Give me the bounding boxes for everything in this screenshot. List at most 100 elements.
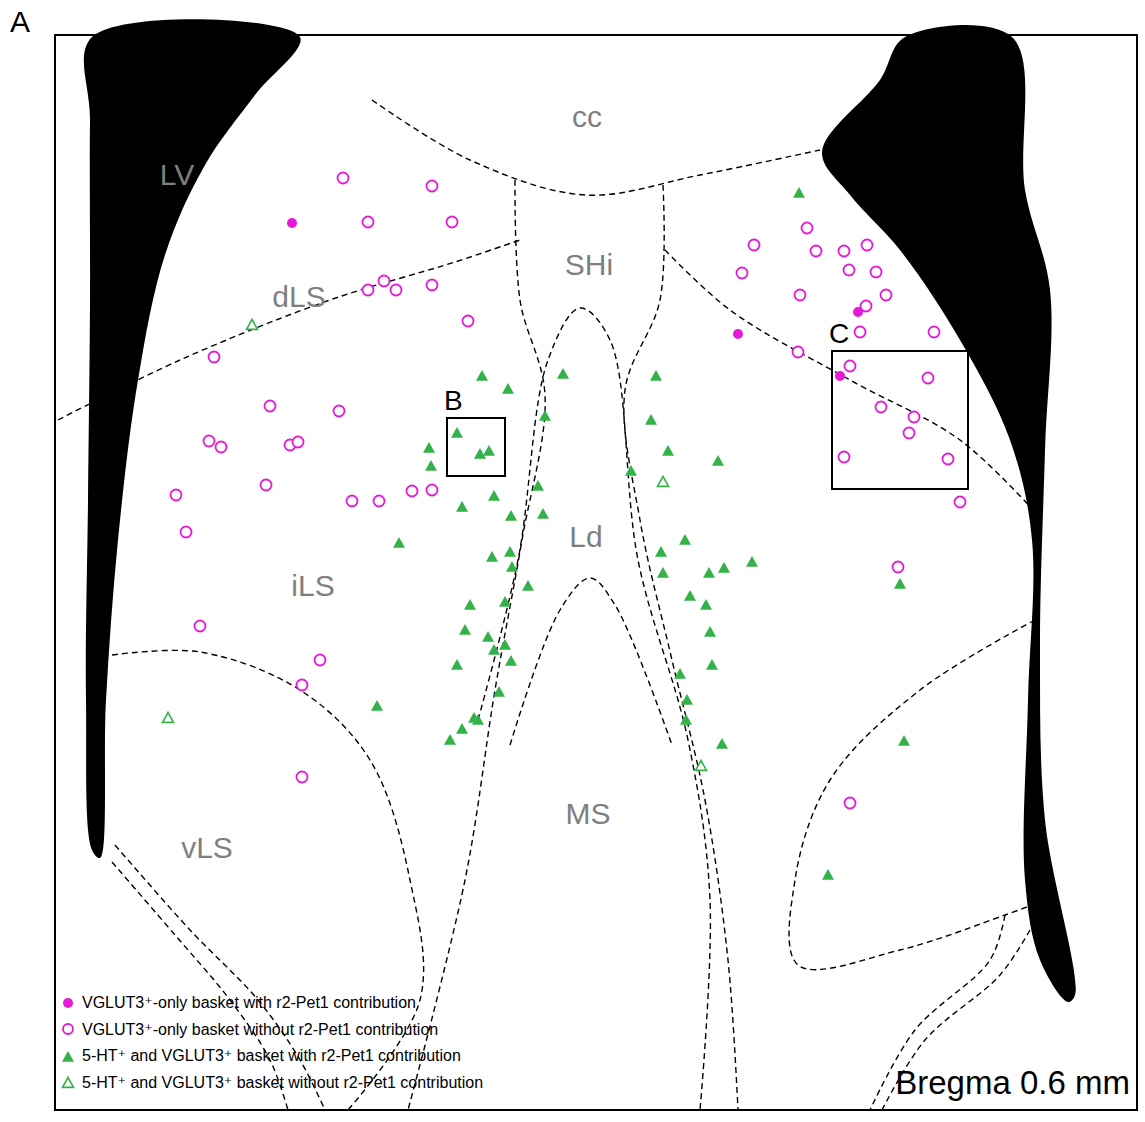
basket-marker: [427, 485, 438, 496]
basket-marker: [539, 410, 551, 421]
basket-marker: [679, 534, 691, 545]
basket-marker: [315, 655, 326, 666]
ventricle-shape: [84, 19, 301, 858]
legend-entry: 5-HT⁺ and VGLUT3⁺ basket with r2-Pet1 co…: [60, 1046, 461, 1065]
basket-marker: [486, 551, 498, 562]
basket-marker: [893, 562, 904, 573]
basket-marker: [650, 370, 662, 381]
basket-marker: [505, 510, 517, 521]
basket-marker: [297, 772, 308, 783]
region-label: dLS: [272, 282, 325, 312]
basket-marker: [845, 361, 856, 372]
basket-marker: [474, 448, 486, 459]
legend-text: VGLUT3⁺-only basket without r2-Pet1 cont…: [82, 1020, 438, 1039]
legend-text: 5-HT⁺ and VGLUT3⁺ basket without r2-Pet1…: [82, 1073, 483, 1092]
basket-marker: [871, 267, 882, 278]
basket-marker: [488, 644, 500, 655]
basket-marker: [502, 383, 514, 394]
basket-marker: [427, 181, 438, 192]
basket-marker: [658, 477, 669, 487]
basket-marker: [835, 371, 845, 381]
legend-symbol: [60, 995, 76, 1011]
basket-marker: [522, 580, 534, 591]
region-boundary: [510, 578, 672, 745]
basket-marker: [216, 442, 227, 453]
basket-marker: [844, 265, 855, 276]
basket-marker: [463, 316, 474, 327]
basket-marker: [468, 712, 480, 723]
basket-marker: [493, 686, 505, 697]
basket-marker: [451, 659, 463, 670]
region-boundary: [58, 240, 520, 420]
basket-marker: [696, 761, 707, 771]
basket-marker: [363, 217, 374, 228]
legend-symbol: [60, 1074, 76, 1090]
legend-text: 5-HT⁺ and VGLUT3⁺ basket with r2-Pet1 co…: [82, 1046, 461, 1065]
region-label: iLS: [291, 571, 334, 601]
basket-marker: [674, 668, 686, 679]
basket-marker: [657, 567, 669, 578]
basket-marker: [680, 714, 692, 725]
basket-marker: [425, 460, 437, 471]
basket-marker: [483, 445, 495, 456]
basket-marker: [749, 240, 760, 251]
inset-label: B: [444, 387, 463, 415]
ventricle-shape: [822, 25, 1076, 1002]
basket-marker: [265, 401, 276, 412]
region-label: LV: [160, 160, 194, 190]
basket-marker: [423, 442, 435, 453]
basket-marker: [451, 427, 463, 438]
basket-marker: [811, 246, 822, 257]
basket-marker: [881, 290, 892, 301]
basket-marker: [391, 285, 402, 296]
basket-marker: [459, 624, 471, 635]
legend-entry: VGLUT3⁺-only basket with r2-Pet1 contrib…: [60, 993, 416, 1012]
legend-symbol: [60, 1021, 76, 1037]
basket-marker: [532, 480, 544, 491]
basket-marker: [347, 496, 358, 507]
basket-marker: [853, 307, 863, 317]
region-boundary: [112, 650, 424, 1110]
basket-marker: [505, 655, 517, 666]
basket-marker: [876, 402, 887, 413]
basket-marker: [407, 486, 418, 497]
basket-marker: [476, 370, 488, 381]
inset-label: C: [829, 320, 849, 348]
basket-marker: [504, 546, 516, 557]
legend-entry: VGLUT3⁺-only basket without r2-Pet1 cont…: [60, 1020, 438, 1039]
basket-marker: [704, 626, 716, 637]
basket-marker: [195, 621, 206, 632]
basket-marker: [171, 490, 182, 501]
basket-marker: [845, 798, 856, 809]
basket-marker: [645, 414, 657, 425]
basket-marker: [371, 700, 383, 711]
basket-marker: [287, 218, 297, 228]
basket-marker: [338, 173, 349, 184]
region-boundary: [478, 308, 710, 1110]
basket-marker: [363, 285, 374, 296]
basket-marker: [181, 527, 192, 538]
basket-marker: [247, 320, 258, 330]
basket-marker: [297, 680, 308, 691]
basket-marker: [737, 268, 748, 279]
basket-marker: [557, 368, 569, 379]
basket-marker: [955, 497, 966, 508]
basket-marker: [700, 599, 712, 610]
basket-marker: [379, 276, 390, 287]
basket-marker: [733, 329, 743, 339]
basket-marker: [855, 327, 866, 338]
basket-marker: [499, 639, 511, 650]
region-boundary: [624, 185, 738, 1110]
legend-entry: 5-HT⁺ and VGLUT3⁺ basket without r2-Pet1…: [60, 1073, 483, 1092]
basket-marker: [839, 452, 850, 463]
basket-marker: [537, 508, 549, 519]
basket-marker: [894, 578, 906, 589]
basket-marker: [506, 561, 518, 572]
region-label: cc: [572, 102, 602, 132]
region-boundary: [112, 862, 288, 1110]
basket-marker: [662, 445, 674, 456]
basket-marker: [943, 454, 954, 465]
basket-marker: [795, 290, 806, 301]
basket-marker: [334, 406, 345, 417]
basket-marker: [393, 537, 405, 548]
